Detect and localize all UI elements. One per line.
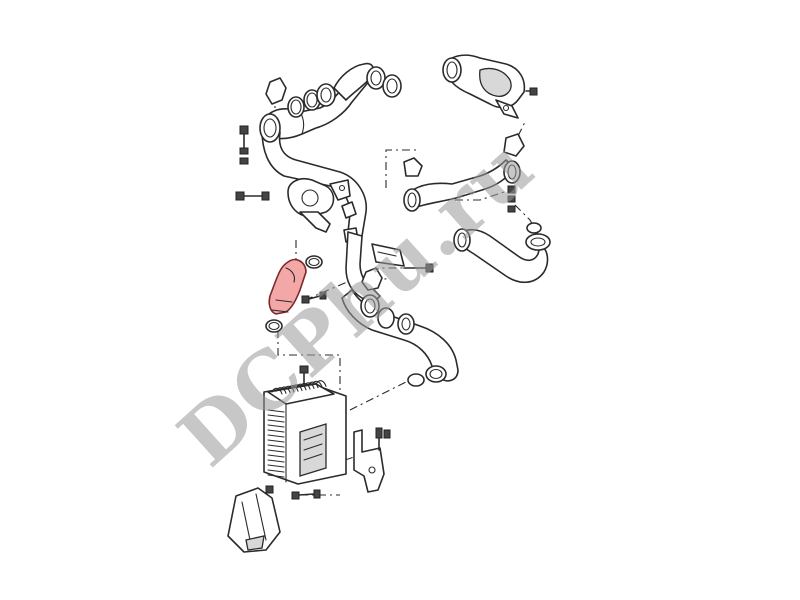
- intercooler[interactable]: [263, 380, 347, 485]
- hose-clamp-ring-3[interactable]: [316, 83, 336, 107]
- watermark: DCPhu.ru: [162, 120, 552, 484]
- bolt-mid-left[interactable]: [301, 291, 327, 304]
- mounting-bracket[interactable]: [353, 427, 391, 493]
- bolt-below-intercooler[interactable]: [291, 489, 321, 500]
- label-tag-mid: [361, 267, 383, 291]
- vertical-mid-pipe[interactable]: [345, 231, 405, 305]
- intake-hose-pink[interactable]: [268, 258, 307, 315]
- right-clamp-assembly[interactable]: [503, 133, 525, 213]
- right-lower-hose[interactable]: [453, 222, 551, 284]
- air-guide-duct[interactable]: [227, 485, 281, 553]
- intercooler-fins: [271, 380, 327, 395]
- bolt-top-left[interactable]: [239, 125, 249, 165]
- upper-curved-hose[interactable]: [333, 62, 402, 101]
- clamp-ring-pink-top[interactable]: [305, 255, 323, 269]
- flange-bracket[interactable]: [287, 177, 351, 233]
- label-tag-top: [265, 77, 287, 105]
- bolt-above-intercooler[interactable]: [299, 365, 309, 385]
- bolt-left-horizontal[interactable]: [235, 191, 270, 201]
- clamp-ring-pink-bottom[interactable]: [265, 319, 283, 333]
- hose-clamp-ring-1[interactable]: [287, 96, 305, 118]
- turbocharger-unit[interactable]: [442, 54, 538, 119]
- lower-s-pipe[interactable]: [341, 289, 459, 387]
- bolt-mid-right[interactable]: [403, 263, 434, 273]
